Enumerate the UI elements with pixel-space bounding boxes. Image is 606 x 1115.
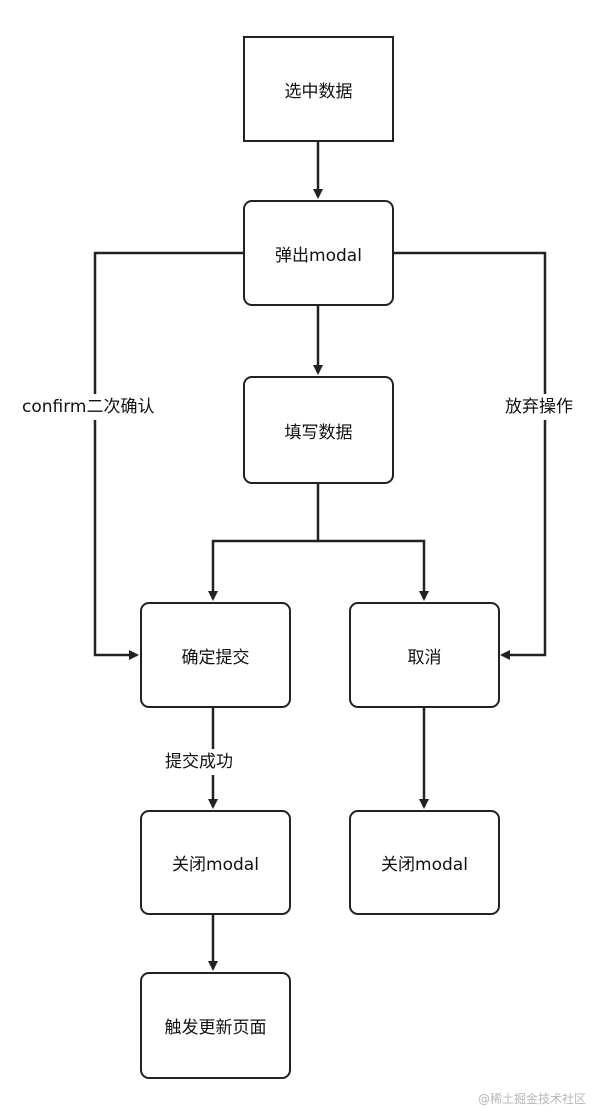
arrow-modal-to-cancel [393,251,547,660]
arrow-fill-to-confirm [208,484,320,601]
watermark: @稀土掘金技术社区 [477,1092,586,1106]
node-label: 关闭modal [381,855,468,875]
node-label: 弹出modal [275,245,362,266]
node-close-modal-right: 关闭modal [349,810,500,915]
edge-label-confirm-twice: confirm二次确认 [22,394,155,420]
node-cancel: 取消 [349,602,500,708]
node-fill-data: 填写数据 [243,376,394,484]
edge-label-abandon: 放弃操作 [505,394,573,420]
node-label: 选中数据 [284,81,353,102]
node-label: 触发更新页面 [164,1018,267,1038]
node-select-data: 选中数据 [243,36,394,142]
edge-label-submit-success: 提交成功 [165,749,233,775]
node-label: 关闭modal [172,855,259,875]
node-open-modal: 弹出modal [243,200,394,306]
node-label: 取消 [407,647,442,668]
arrow-modal-to-confirm [93,251,243,660]
arrow-fill-to-cancel [318,539,429,601]
node-close-modal-left: 关闭modal [140,810,291,915]
node-trigger-refresh: 触发更新页面 [140,972,291,1079]
node-label: 确定提交 [181,647,250,668]
node-label: 填写数据 [284,422,353,443]
node-confirm-submit: 确定提交 [140,602,291,708]
